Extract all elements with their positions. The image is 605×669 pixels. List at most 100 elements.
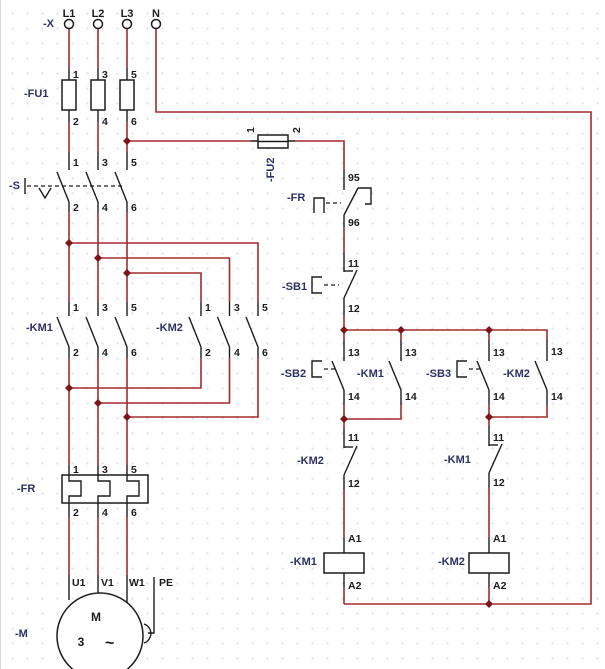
pin-label: 5: [131, 464, 137, 476]
pin-label: 12: [493, 477, 505, 489]
junction-dot: [65, 384, 73, 392]
terminal-circle-icon: [121, 18, 133, 30]
stop-button-sb1: -SB1 11 12: [282, 253, 360, 315]
pin-label: 2: [73, 347, 79, 359]
switch-s-tag: -S: [9, 180, 20, 192]
motor-terminal-pe: PE: [159, 577, 173, 589]
pin-label: 6: [131, 347, 137, 359]
contact-blade: [343, 445, 358, 476]
pin-label: 4: [102, 202, 108, 214]
pin-label: 1: [73, 69, 79, 81]
junction-dot: [65, 239, 73, 247]
pin-label: 13: [551, 346, 563, 358]
pin-label: 1: [73, 464, 79, 476]
pin-label: 14: [551, 391, 563, 403]
fr-contact-tag: -FR: [287, 192, 305, 204]
pin-label: 4: [102, 347, 108, 359]
pin-label: 1: [245, 127, 257, 133]
switch-s: -S 1 2 3 4 5 6: [9, 152, 137, 214]
start-button-sb3: -SB3 13 14: [426, 340, 505, 405]
contact-blade: [343, 187, 359, 216]
pin-label: 14: [348, 391, 360, 403]
fuse-fu1-tag: -FU1: [24, 88, 48, 100]
fuse-body-icon: [61, 79, 77, 111]
pin-label: 5: [131, 302, 137, 314]
km1-coil-tag: -KM1: [290, 556, 317, 568]
pin-label: A1: [348, 533, 362, 545]
pin-label: 2: [73, 202, 79, 214]
coil-body-icon: [468, 552, 510, 574]
junction-dots: [65, 137, 493, 608]
pin-label: 2: [291, 127, 303, 133]
pin-label: 6: [131, 202, 137, 214]
terminal-l3-label: L3: [121, 8, 134, 20]
terminal-l1-label: L1: [63, 8, 76, 20]
pin-label: 6: [131, 116, 137, 128]
km2-interlock-nc-contact: -KM2 11 12: [297, 428, 360, 490]
junction-dot: [485, 326, 493, 334]
pin-label: 3: [102, 302, 108, 314]
ac-sine-icon: ~: [105, 635, 114, 652]
pin-label: 2: [73, 507, 79, 519]
pin-label: 13: [405, 347, 417, 359]
contact-blade: [56, 316, 128, 348]
pin-label: 4: [102, 116, 108, 128]
terminal-block-tag: -X: [43, 18, 55, 30]
contactor-km2-main: -KM2 1 2 3 4 5 6: [156, 302, 268, 359]
nc-seat-icon: [358, 187, 372, 205]
thermal-relay-tag: -FR: [17, 483, 35, 495]
pe-conductor: [148, 577, 155, 634]
pushbutton-actuator-icon: [311, 276, 322, 294]
junction-dot: [397, 326, 405, 334]
junction-dot: [94, 399, 102, 407]
pin-label: 2: [73, 116, 79, 128]
pin-label: 3: [234, 302, 240, 314]
sb2-tag: -SB2: [281, 368, 306, 380]
contact-blade: [331, 360, 345, 391]
pin-label: 96: [348, 217, 360, 229]
thermal-trip-icon: [313, 197, 325, 213]
fuse-fu1: -FU1 1 2 3 4 5 6: [24, 68, 137, 128]
junction-dot: [485, 600, 493, 608]
pin-label: 13: [348, 347, 360, 359]
contactor-km2-tag: -KM2: [156, 322, 183, 334]
pin-label: 11: [348, 258, 359, 270]
motor-terminal-v1: V1: [101, 577, 114, 589]
conductors: [68, 29, 592, 605]
fuse-fu2: 1 2 -FU2: [245, 127, 303, 182]
motor-letter: M: [91, 610, 101, 624]
thermal-relay-fr: -FR 1 2 3 4 5 6: [17, 464, 149, 519]
km1-interlock-tag: -KM1: [444, 454, 471, 466]
pin-label: 6: [262, 347, 268, 359]
km1-interlock-nc-contact: -KM1 11 12: [444, 426, 505, 489]
contact-blade: [343, 269, 358, 299]
sb1-tag: -SB1: [282, 281, 307, 293]
pin-label: 3: [102, 464, 108, 476]
fr-nc-contact: -FR 95 96: [287, 170, 372, 229]
contact-blade: [534, 360, 548, 391]
motor-circle-icon: [56, 592, 144, 669]
pin-label: 3: [102, 69, 108, 81]
heater-element-icon: [97, 475, 111, 503]
pin-label: 12: [348, 478, 360, 490]
thermal-relay-body: [61, 474, 149, 504]
km1-aux-tag: -KM1: [357, 368, 384, 380]
motor-terminal-u1: U1: [72, 577, 86, 589]
heater-element-icon: [68, 475, 82, 503]
pin-label: 1: [205, 302, 211, 314]
junction-dot: [123, 413, 131, 421]
junction-dot: [94, 254, 102, 262]
pin-label: 1: [73, 302, 79, 314]
km2-aux-tag: -KM2: [503, 368, 530, 380]
contactor-km1-tag: -KM1: [26, 322, 53, 334]
contactor-km1-main: -KM1 1 2 3 4 5 6: [26, 302, 137, 359]
km1-coil: -KM1 A1 A2: [290, 533, 365, 592]
pin-label: 3: [102, 157, 108, 169]
junction-dot: [340, 415, 348, 423]
terminal-n-label: N: [152, 8, 160, 20]
pushbutton-actuator-icon: [456, 360, 467, 378]
contact-blade: [476, 360, 490, 391]
contact-blade: [188, 316, 259, 348]
km2-coil: -KM2 A1 A2: [438, 533, 510, 592]
